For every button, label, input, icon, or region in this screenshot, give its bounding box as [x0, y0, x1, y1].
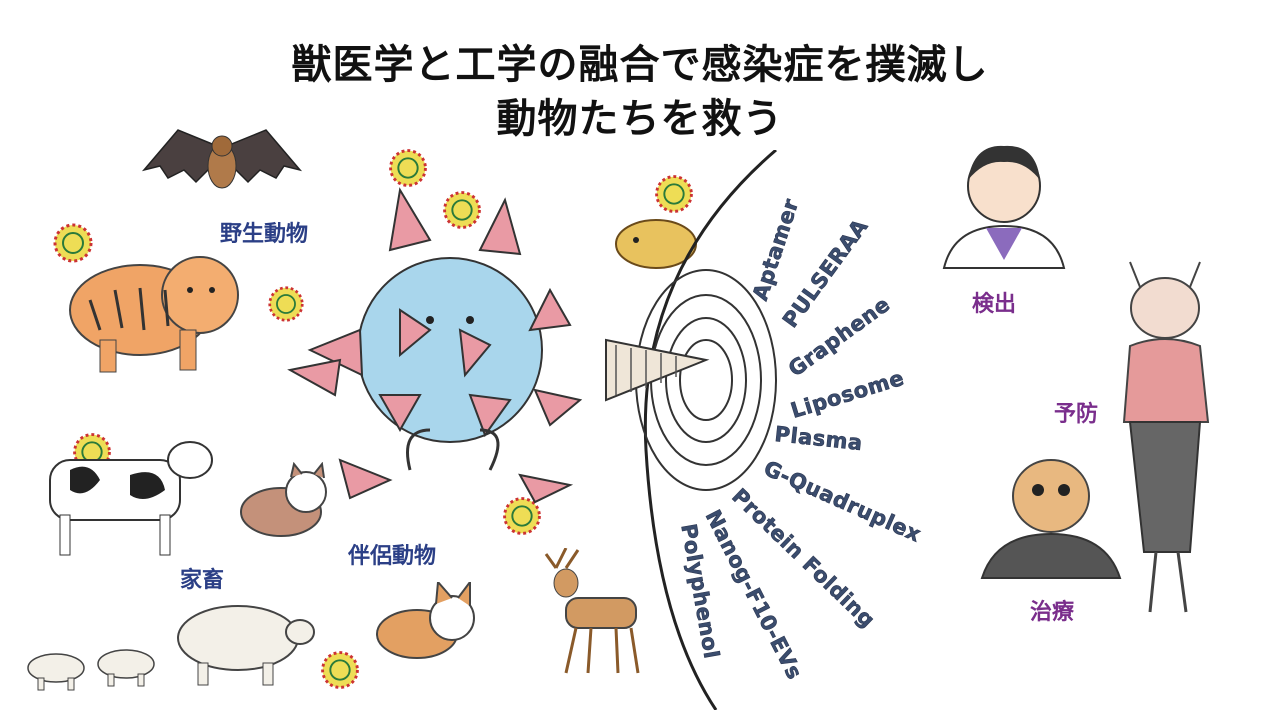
virus-icon	[287, 187, 583, 504]
cow-icon	[49, 441, 213, 556]
virus-icon	[503, 497, 541, 535]
piglet-icon	[27, 653, 85, 691]
drill-icon	[605, 150, 777, 710]
virus-icon	[268, 286, 304, 322]
page-title-line1: 獣医学と工学の融合で感染症を撲滅し	[291, 42, 989, 88]
virus-icon	[655, 175, 693, 213]
piglet-icon	[97, 649, 155, 687]
corgi-icon	[376, 582, 475, 659]
label-treatment: 治療	[1030, 600, 1075, 625]
bat-icon	[141, 129, 303, 189]
cat-icon	[240, 462, 327, 537]
virus-icon	[321, 651, 359, 689]
label-livestock: 家畜	[180, 568, 225, 593]
person-icon	[942, 145, 1066, 269]
pig-icon	[177, 605, 315, 686]
virus-icon	[53, 223, 93, 263]
page-title-line2: 動物たちを救う	[496, 96, 784, 142]
label-wild-animals: 野生動物	[220, 222, 309, 247]
label-prevention: 予防	[1054, 402, 1099, 427]
cat-woman-icon	[1122, 261, 1210, 613]
tiger-icon	[69, 256, 239, 373]
virus-icon	[389, 149, 427, 187]
label-companion-animals: 伴侶動物	[348, 544, 437, 569]
deer-icon	[544, 548, 640, 674]
hamster-jacket-icon	[980, 459, 1122, 579]
virus-icon	[443, 191, 481, 229]
label-detection: 検出	[972, 292, 1017, 317]
